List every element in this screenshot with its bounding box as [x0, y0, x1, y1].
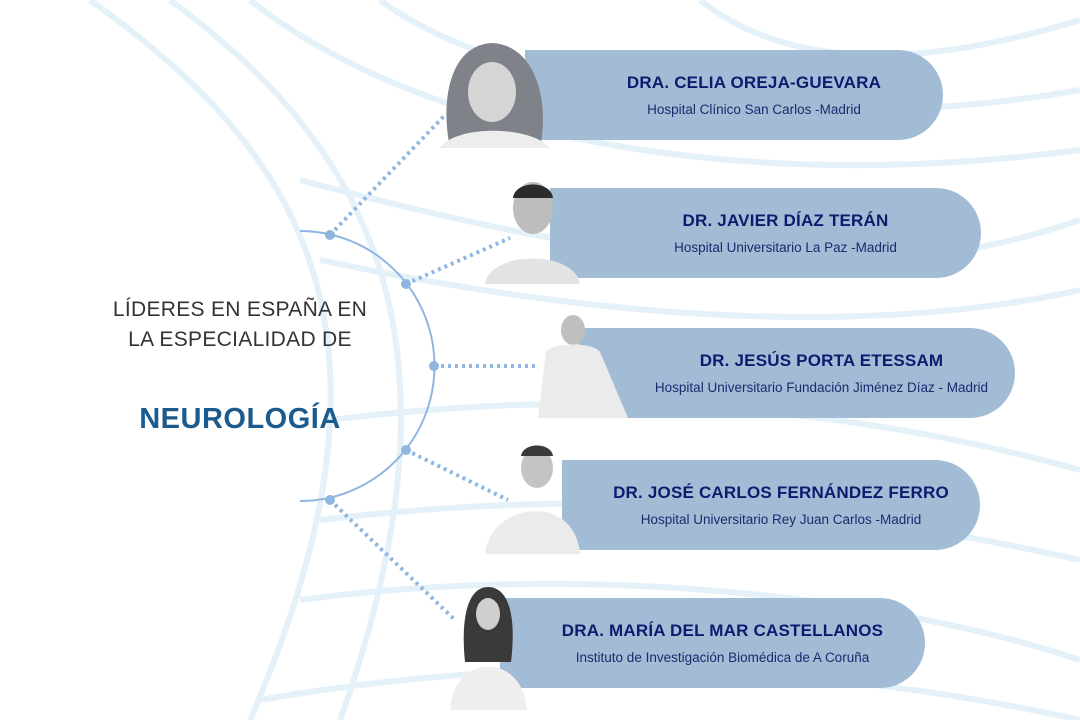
doctor-institution: Hospital Universitario La Paz -Madrid — [674, 239, 897, 255]
doctor-institution: Hospital Universitario Rey Juan Carlos -… — [640, 511, 922, 527]
specialty-title: NEUROLOGÍA — [139, 403, 341, 435]
doctor-institution: Hospital Clínico San Carlos -Madrid — [647, 101, 861, 117]
doctor-photo — [430, 40, 555, 148]
intro-line-2: LA ESPECIALIDAD DE — [128, 328, 352, 351]
doctor-photo — [445, 582, 530, 710]
doctor-institution: Instituto de Investigación Biomédica de … — [575, 649, 870, 665]
doctor-photo — [485, 442, 580, 554]
doctor-name: DR. JESÚS PORTA ETESSAM — [699, 350, 944, 370]
connector-dot — [325, 230, 335, 240]
doctor-card: DRA. MARÍA DEL MAR CASTELLANOS Instituto… — [500, 598, 925, 688]
doctor-name: DR. JAVIER DÍAZ TERÁN — [682, 210, 889, 230]
doctor-name: DRA. MARÍA DEL MAR CASTELLANOS — [561, 620, 884, 640]
connector-dot — [325, 495, 335, 505]
doctor-name: DR. JOSÉ CARLOS FERNÁNDEZ FERRO — [613, 482, 949, 502]
doctor-photo — [528, 312, 633, 418]
intro-line-1: LÍDERES EN ESPAÑA EN — [112, 298, 368, 321]
connector-dot — [401, 279, 411, 289]
doctor-photo — [485, 180, 580, 284]
connector-dot — [429, 361, 439, 371]
doctor-card: DRA. CELIA OREJA-GUEVARA Hospital Clínic… — [525, 50, 943, 140]
doctor-card: DR. JESÚS PORTA ETESSAM Hospital Univers… — [578, 328, 1015, 418]
doctor-name: DRA. CELIA OREJA-GUEVARA — [626, 72, 882, 92]
doctor-card: DR. JOSÉ CARLOS FERNÁNDEZ FERRO Hospital… — [562, 460, 980, 550]
doctor-card: DR. JAVIER DÍAZ TERÁN Hospital Universit… — [550, 188, 981, 278]
connector-dot — [401, 445, 411, 455]
doctor-institution: Hospital Universitario Fundación Jiménez… — [654, 379, 989, 395]
